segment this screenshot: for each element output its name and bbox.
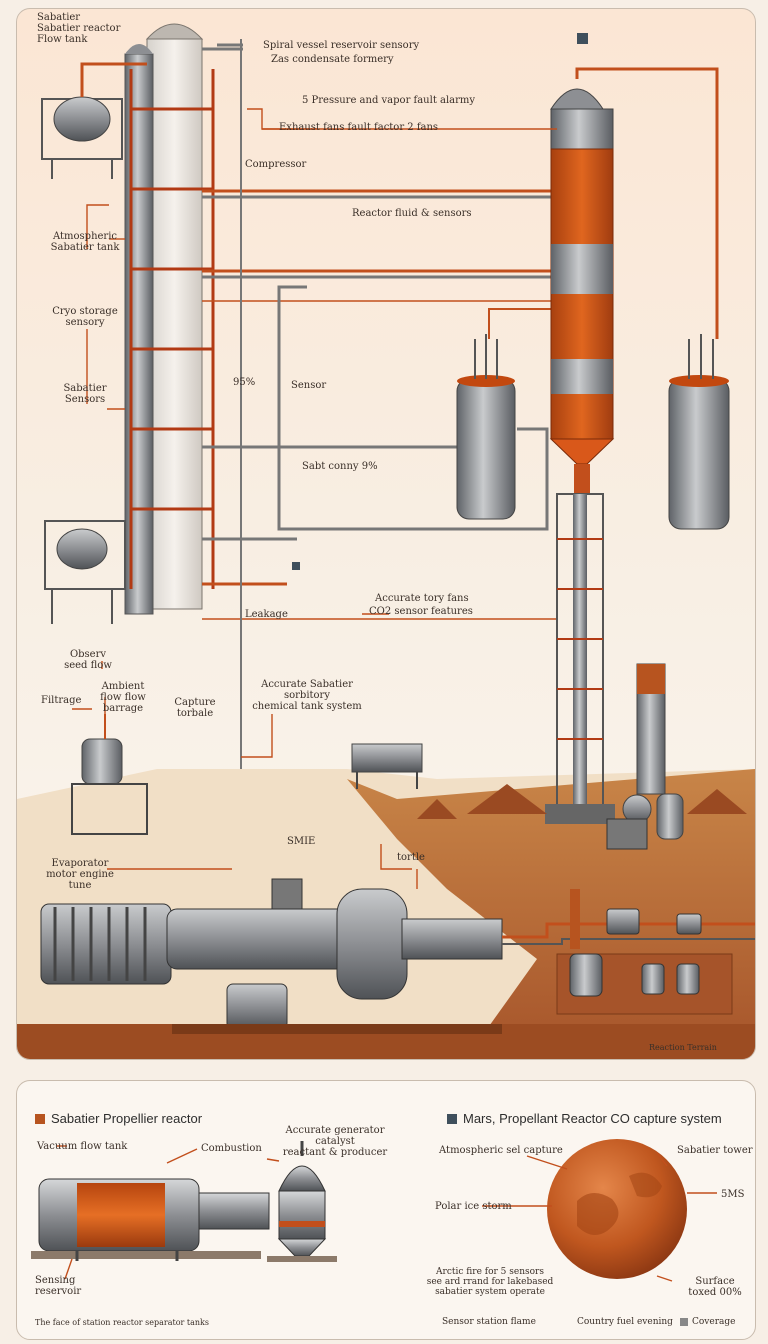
sphere-tank-top bbox=[41, 62, 147, 179]
left-title: Sabatier Propellier reactor bbox=[35, 1111, 202, 1126]
label-5ms: 5MS bbox=[721, 1189, 745, 1200]
legend-square bbox=[680, 1318, 688, 1326]
process-pipes bbox=[202, 39, 719, 769]
left-title-text: Sabatier Propellier reactor bbox=[51, 1111, 203, 1126]
label-mid-pipe: Reactor fluid & sensors bbox=[352, 208, 472, 219]
mound-group bbox=[417, 784, 747, 819]
plant-diagram bbox=[17, 23, 755, 1059]
sphere-tank-bottom bbox=[44, 520, 126, 624]
label-sensor: Sensor bbox=[291, 380, 327, 391]
label-accurate: Accurate Sabatier sorbitory chemical tan… bbox=[252, 679, 362, 712]
label-top-right-1: Spiral vessel reservoir sensory bbox=[263, 40, 420, 51]
horizontal-reactor bbox=[40, 878, 755, 1034]
label-sabt: Sabt conny 9% bbox=[302, 461, 378, 472]
label-bucket: Sensor station flame bbox=[442, 1317, 536, 1327]
label-ambient: Ambient flow flow barrage bbox=[100, 681, 146, 714]
filter-tank bbox=[71, 714, 148, 835]
main-column bbox=[146, 38, 203, 610]
marker-squares bbox=[292, 33, 588, 570]
habitat-module bbox=[351, 743, 423, 789]
label-footer: Reaction Terrain bbox=[649, 1043, 717, 1052]
label-arrow-2: Exhaust fans fault factor 2 fans bbox=[279, 122, 439, 133]
label-combustion: Combustion bbox=[201, 1143, 262, 1154]
storage-tank-center bbox=[456, 334, 516, 520]
mini-tower bbox=[267, 1141, 337, 1262]
label-tortle: tortle bbox=[397, 852, 425, 863]
bottom-callout-lines bbox=[57, 1145, 717, 1282]
label-coverage: Coverage bbox=[692, 1317, 736, 1327]
label-flow-tank: Vacuum flow tank bbox=[37, 1141, 128, 1152]
label-arctic: Arctic fire for 5 sensors see ard rrand … bbox=[426, 1267, 554, 1297]
label-co2-top: Accurate tory fans bbox=[375, 593, 469, 604]
label-co2-bottom: CO2 sensor features bbox=[369, 606, 473, 617]
label-sabatier-tower: Sabatier tower bbox=[677, 1145, 753, 1156]
main-reactor bbox=[549, 88, 615, 494]
label-top-right-2: Zas condensate formery bbox=[271, 54, 394, 65]
side-column bbox=[124, 53, 154, 615]
label-leakage: Leakage bbox=[245, 609, 288, 620]
label-95: 95% bbox=[233, 377, 256, 388]
red-scaffold bbox=[129, 69, 215, 589]
right-title: Mars, Propellant Reactor CO capture syst… bbox=[447, 1111, 722, 1126]
label-arrow-1: 5 Pressure and vapor fault alarmy bbox=[302, 95, 476, 106]
label-obs: Observ seed flow bbox=[64, 649, 112, 671]
label-surface: Surface toxed 00% bbox=[688, 1276, 742, 1298]
label-evaporator: Evaporator motor engine tune bbox=[46, 858, 114, 891]
label-left-3: Sabatier Sensors bbox=[63, 383, 107, 405]
side-column-cap bbox=[125, 44, 153, 54]
label-smie: SMIE bbox=[287, 836, 316, 847]
storage-tank-right bbox=[668, 334, 730, 530]
mini-reactor bbox=[31, 1178, 270, 1261]
label-left-1: Atmospheric Sabatier tank bbox=[50, 231, 120, 253]
label-sensing: Sensing reservoir bbox=[35, 1275, 82, 1297]
label-capture: Capture torbale bbox=[174, 697, 216, 719]
label-polar: Polar ice storm bbox=[435, 1201, 512, 1212]
capture-unit bbox=[606, 663, 684, 850]
label-country: Country fuel evening bbox=[577, 1317, 673, 1327]
support-tower bbox=[545, 493, 615, 824]
label-filtrage: Filtrage bbox=[41, 695, 82, 706]
square-icon bbox=[35, 1114, 45, 1124]
mars-surface-patch bbox=[577, 1192, 619, 1235]
label-compressor: Compressor bbox=[245, 159, 307, 170]
right-title-text: Mars, Propellant Reactor CO capture syst… bbox=[463, 1111, 722, 1126]
column-cap bbox=[145, 23, 204, 40]
underground-module bbox=[556, 889, 733, 1015]
mars-surface-patch bbox=[629, 1172, 662, 1198]
label-caption: The face of station reactor separator ta… bbox=[35, 1318, 209, 1327]
summary-panel: Sabatier Propellier reactor Mars, Propel… bbox=[16, 1080, 756, 1340]
plant-diagram-panel: Sabatier Sabatier reactor Flow tank Spir… bbox=[16, 8, 756, 1060]
label-top-left: Sabatier Sabatier reactor Flow tank bbox=[37, 12, 121, 45]
label-atm: Atmospheric sel capture bbox=[439, 1145, 563, 1156]
square-icon bbox=[447, 1114, 457, 1124]
summary-diagram bbox=[31, 1139, 717, 1326]
callout-lines bbox=[72, 108, 557, 889]
label-left-2: Cryo storage sensory bbox=[52, 306, 118, 328]
label-sorbent: Accurate generator catalyst reactant & p… bbox=[282, 1125, 388, 1158]
